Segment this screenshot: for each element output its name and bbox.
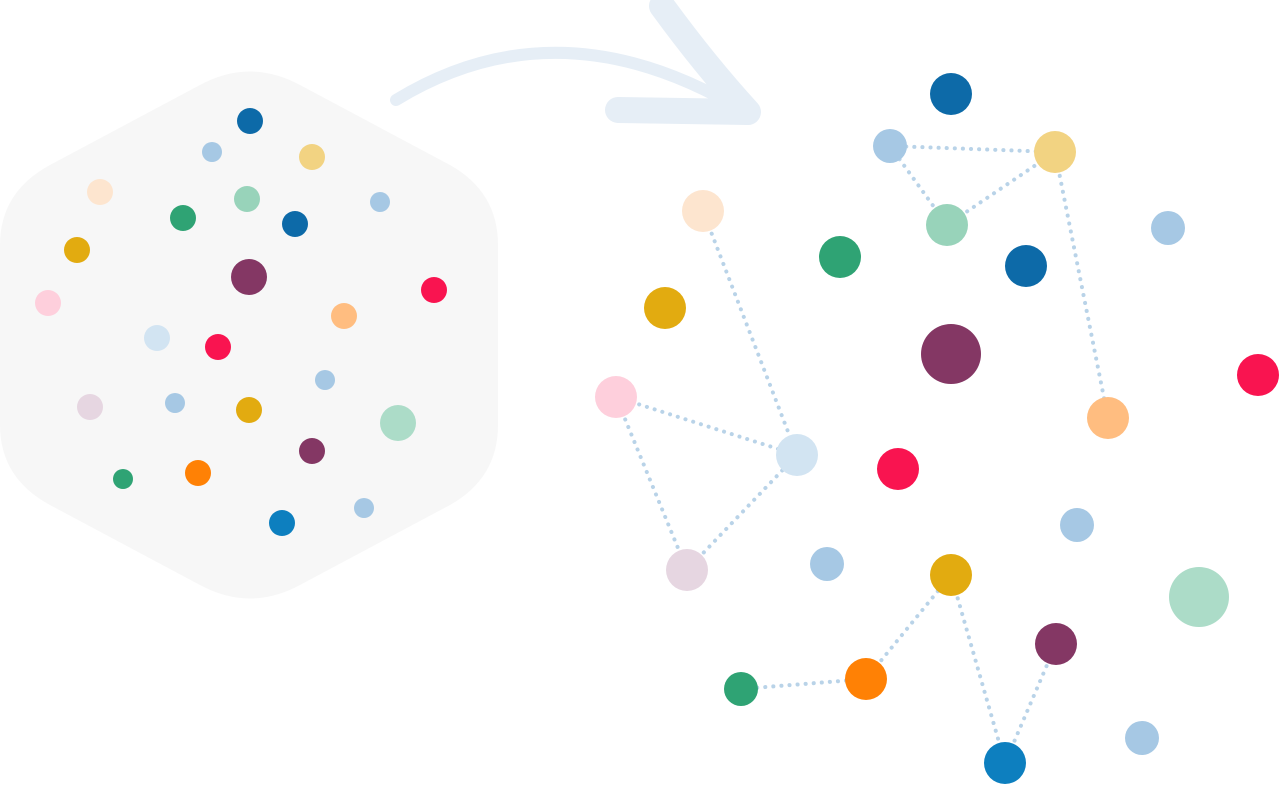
cluster-dot	[231, 259, 267, 295]
organized-dot	[1237, 354, 1279, 396]
unorganized-cluster-hexagon	[0, 71, 498, 599]
link-line	[1003, 642, 1058, 765]
cluster-dot	[205, 334, 231, 360]
organized-dot	[1034, 131, 1076, 173]
link-line	[701, 209, 799, 457]
organized-dot	[810, 547, 844, 581]
cluster-dot	[234, 186, 260, 212]
organized-dot	[819, 236, 861, 278]
link-line	[614, 395, 799, 457]
cluster-dot	[144, 325, 170, 351]
transform-arrow	[390, 0, 761, 125]
link-line	[685, 453, 799, 572]
cluster-dot	[331, 303, 357, 329]
organized-dot	[877, 448, 919, 490]
organized-dot	[1151, 211, 1185, 245]
organized-dot	[845, 658, 887, 700]
organized-dot	[1035, 623, 1077, 665]
arrow-shaft	[390, 46, 751, 118]
cluster-dot	[64, 237, 90, 263]
link-line	[614, 395, 689, 572]
link-line	[1053, 150, 1110, 420]
cluster-dot	[299, 144, 325, 170]
cluster-dot	[87, 179, 113, 205]
organized-dot	[666, 549, 708, 591]
organized-dot	[682, 190, 724, 232]
cluster-dot	[315, 370, 335, 390]
cluster-dot	[113, 469, 133, 489]
cluster-dot	[370, 192, 390, 212]
organized-dot	[926, 204, 968, 246]
organized-dot	[724, 672, 758, 706]
cluster-dot	[269, 510, 295, 536]
cluster-dot	[202, 142, 222, 162]
arrow-head	[605, 0, 761, 125]
data-dots	[35, 73, 1279, 784]
cluster-dot	[380, 405, 416, 441]
organized-dot	[1060, 508, 1094, 542]
organized-dot	[776, 434, 818, 476]
organized-dot	[930, 73, 972, 115]
link-line	[864, 573, 953, 681]
cluster-dot	[77, 394, 103, 420]
cluster-dot	[165, 393, 185, 413]
link-line	[949, 573, 1007, 765]
organized-dot	[930, 554, 972, 596]
organized-dot	[1005, 245, 1047, 287]
organized-dot	[1125, 721, 1159, 755]
organized-dot	[984, 742, 1026, 784]
cluster-dot	[185, 460, 211, 486]
organized-dot	[595, 376, 637, 418]
organized-dot	[1169, 567, 1229, 627]
organized-dot	[1087, 397, 1129, 439]
link-line	[945, 150, 1057, 227]
cluster-dot	[299, 438, 325, 464]
link-line	[888, 144, 1057, 154]
cluster-dot	[170, 205, 196, 231]
cluster-dot	[236, 397, 262, 423]
cluster-dot	[35, 290, 61, 316]
organized-dot	[644, 287, 686, 329]
cluster-dot	[421, 277, 447, 303]
cluster-dot	[354, 498, 374, 518]
cluster-dot	[237, 108, 263, 134]
organized-dot	[873, 129, 907, 163]
organized-dot	[921, 324, 981, 384]
cluster-dot	[282, 211, 308, 237]
